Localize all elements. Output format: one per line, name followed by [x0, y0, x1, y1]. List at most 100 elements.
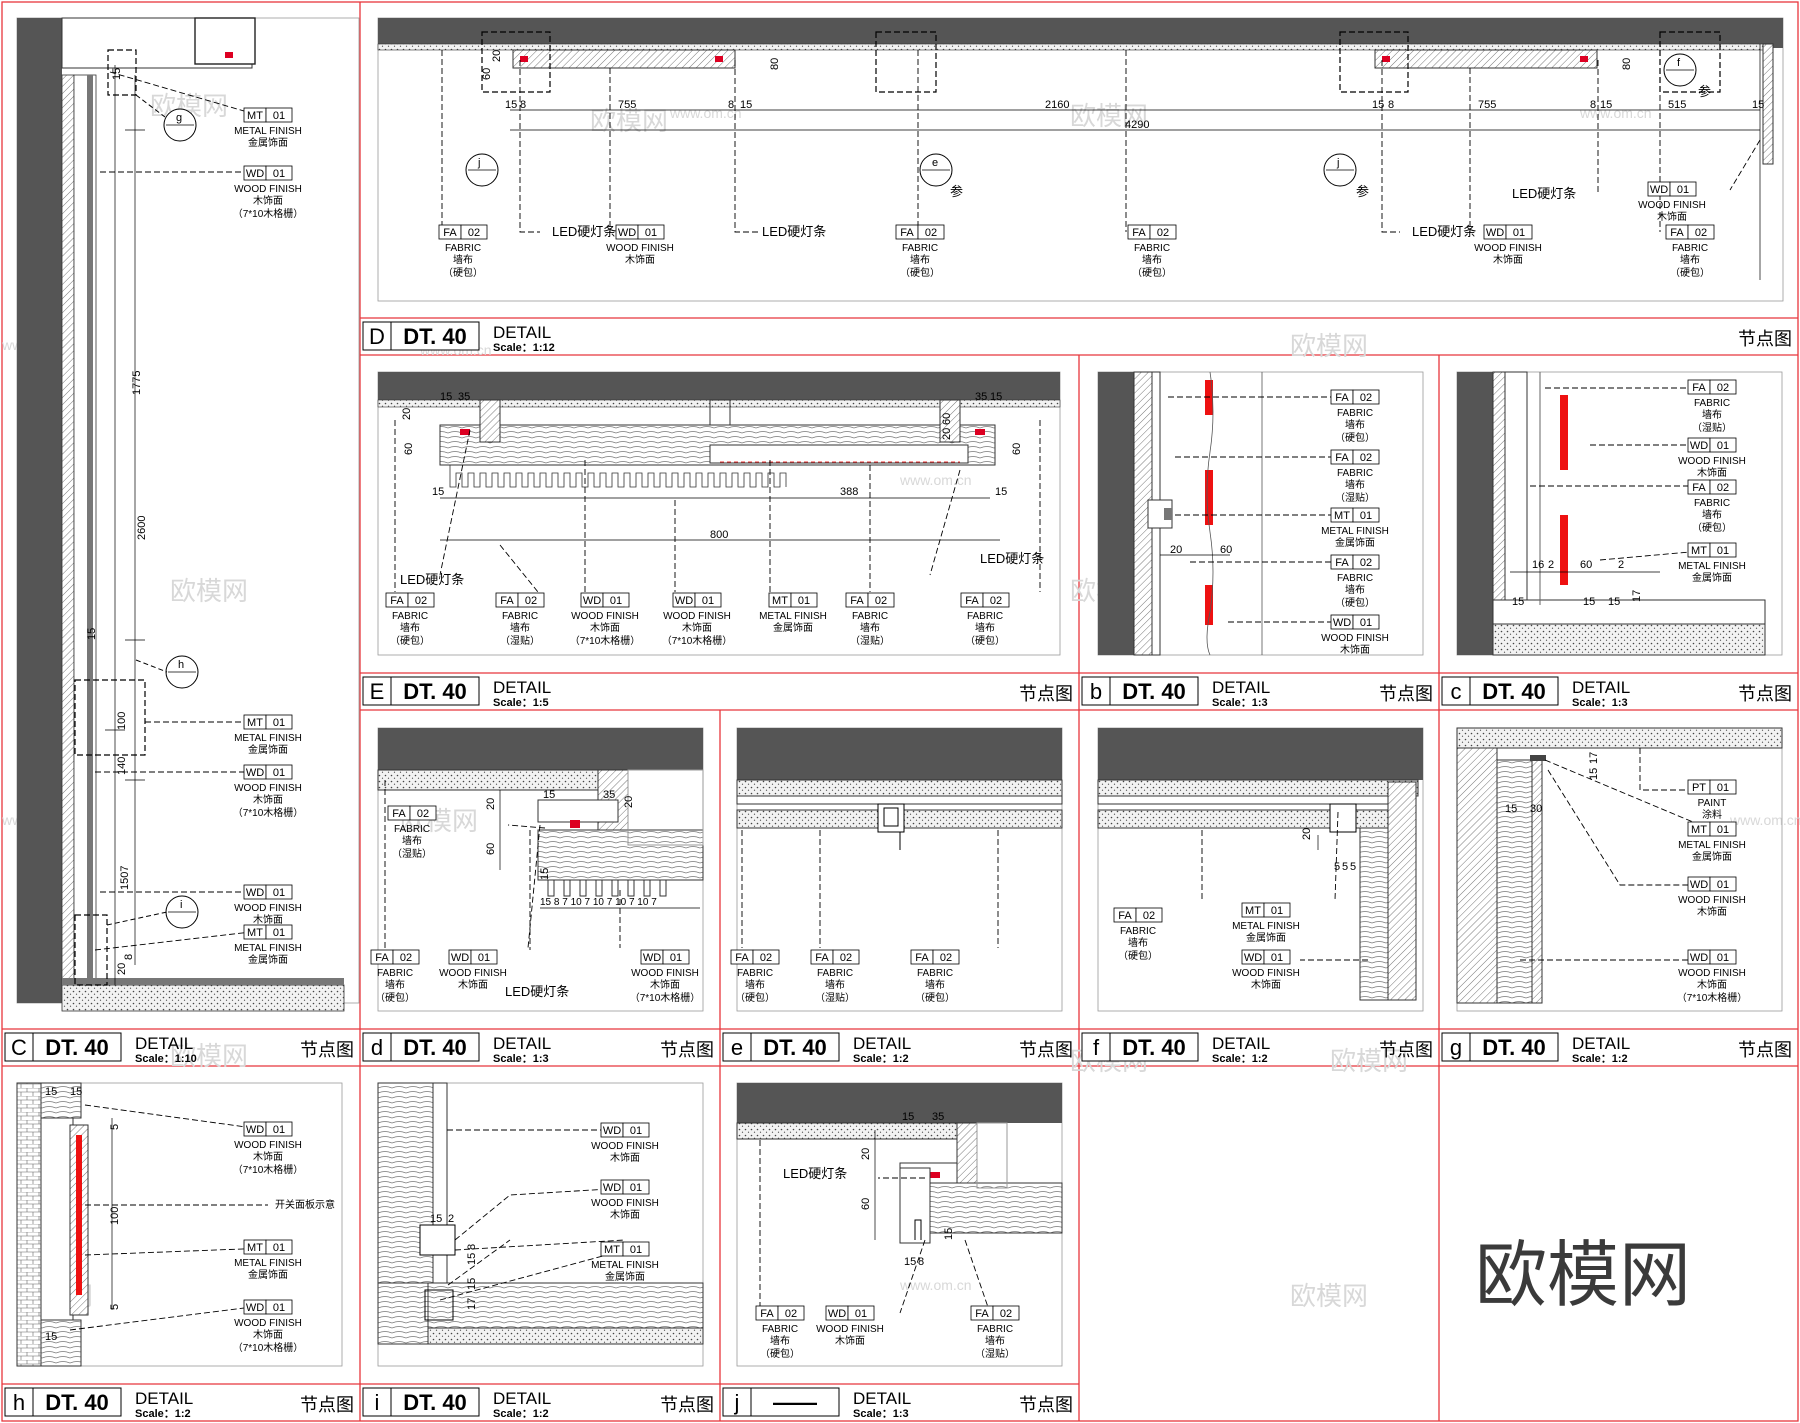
material-name-en: WOOD FINISH [816, 1324, 884, 1335]
material-number: 01 [630, 1182, 642, 1194]
material-name-cn: 木饰面 [610, 1151, 640, 1164]
material-number: 02 [840, 952, 852, 964]
title-bar-label: 节点图 [1019, 684, 1073, 704]
title-bar-title: DETAIL [853, 1389, 911, 1408]
title-bar-scale: Scale：1:3 [493, 1053, 549, 1065]
panel-j-drawing: 15 35 20 60 15 8 15 [736, 1082, 1063, 1367]
material-code: WD [1333, 617, 1351, 629]
material-name-cn: 金属饰面 [248, 1268, 288, 1281]
svg-text:j: j [477, 157, 480, 169]
material-code: WD [451, 952, 469, 964]
material-qualifier: （硬包） [375, 991, 415, 1004]
svg-text:i: i [180, 899, 182, 911]
material-code: WD [603, 1125, 621, 1137]
title-bar-title: DETAIL [493, 323, 551, 342]
material-qualifier: （7*10木格栅） [1677, 991, 1748, 1004]
title-bar-letter: f [1093, 1035, 1100, 1060]
title-bar-code: DT. 40 [1482, 679, 1546, 704]
material-code: FA [815, 952, 829, 964]
title-bar-title: DETAIL [1212, 1034, 1270, 1053]
svg-text:16: 16 [1532, 559, 1544, 571]
title-bar-title: DETAIL [1212, 678, 1270, 697]
svg-text:LED硬灯条: LED硬灯条 [552, 224, 616, 239]
svg-text:15: 15 [995, 486, 1007, 498]
svg-text:80: 80 [769, 58, 781, 70]
material-name-cn: 墙布 [1345, 583, 1365, 596]
material-name-en: WOOD FINISH [1232, 968, 1300, 979]
svg-text:20: 20 [860, 1148, 872, 1160]
material-name-cn: 墙布 [1345, 478, 1365, 491]
svg-text:15: 15 [1608, 596, 1620, 608]
material-name-cn: 墙布 [402, 834, 422, 847]
material-name-en: METAL FINISH [591, 1260, 659, 1271]
material-name-en: WOOD FINISH [1678, 456, 1746, 467]
panel-e-drawing [736, 727, 1063, 1012]
svg-text:15 8 7 10 7 10 7 10 7 10 7: 15 8 7 10 7 10 7 10 7 10 7 [540, 897, 657, 908]
material-name-en: WOOD FINISH [1678, 968, 1746, 979]
svg-text:60: 60 [403, 443, 415, 455]
svg-text:15: 15 [1505, 803, 1517, 815]
svg-text:www.om.cn: www.om.cn [1729, 812, 1800, 828]
material-name-en: WOOD FINISH [1321, 633, 1389, 644]
material-number: 02 [990, 595, 1002, 607]
material-name-en: FABRIC [392, 611, 428, 622]
material-qualifier: （7*10木格栅） [570, 634, 641, 647]
title-bar-code: DT. 40 [1122, 679, 1186, 704]
material-code: FA [915, 952, 929, 964]
panel-c-drawing: 16 2 60 2 15 15 15 17 [1456, 371, 1783, 656]
svg-text:欧模网: 欧模网 [1290, 331, 1368, 361]
svg-text:LED硬灯条: LED硬灯条 [1412, 224, 1476, 239]
material-number: 01 [1271, 952, 1283, 964]
material-number: 02 [400, 952, 412, 964]
material-qualifier: （7*10木格栅） [233, 207, 304, 220]
material-number: 01 [610, 595, 622, 607]
material-name-cn: 墙布 [1702, 408, 1722, 421]
material-name-cn: 墙布 [453, 253, 473, 266]
material-name-en: FABRIC [967, 611, 1003, 622]
svg-text:60: 60 [1011, 443, 1023, 455]
title-bar-code: DT. 40 [1122, 1035, 1186, 1060]
material-name-en: WOOD FINISH [234, 1140, 302, 1151]
material-number: 02 [1157, 227, 1169, 239]
material-name-cn: 墙布 [1128, 936, 1148, 949]
svg-text:15: 15 [1752, 99, 1764, 111]
title-bar-letter: g [1450, 1035, 1462, 1060]
title-bar-letter: E [370, 679, 385, 704]
svg-text:800: 800 [710, 529, 728, 541]
material-name-cn: 金属饰面 [1692, 571, 1732, 584]
material-name-en: WOOD FINISH [591, 1198, 659, 1209]
material-code: FA [1118, 910, 1132, 922]
svg-text:60: 60 [1580, 559, 1592, 571]
panel-E-drawing: 15 35 20 60 60 20 35 15 60 15 388 15 800 [377, 371, 1061, 656]
material-code: MT [247, 1242, 263, 1254]
material-name-cn: 金属饰面 [773, 621, 813, 634]
panel-e-leaders [741, 830, 999, 948]
material-name-en: FABRIC [737, 968, 773, 979]
svg-text:15: 15 [86, 628, 98, 640]
material-qualifier: （7*10木格栅） [630, 991, 701, 1004]
svg-text:8: 8 [1388, 99, 1394, 111]
material-number: 01 [1271, 905, 1283, 917]
material-code: MT [604, 1244, 620, 1256]
material-number: 02 [525, 595, 537, 607]
material-name-en: FABRIC [902, 243, 938, 254]
svg-text:5: 5 [1350, 861, 1356, 873]
title-bar-title: DETAIL [1572, 1034, 1630, 1053]
svg-text:15: 15 [1600, 99, 1612, 111]
material-code: MT [772, 595, 788, 607]
material-qualifier: （湿贴） [1692, 421, 1732, 434]
panel-g-leaders [1520, 748, 1713, 961]
